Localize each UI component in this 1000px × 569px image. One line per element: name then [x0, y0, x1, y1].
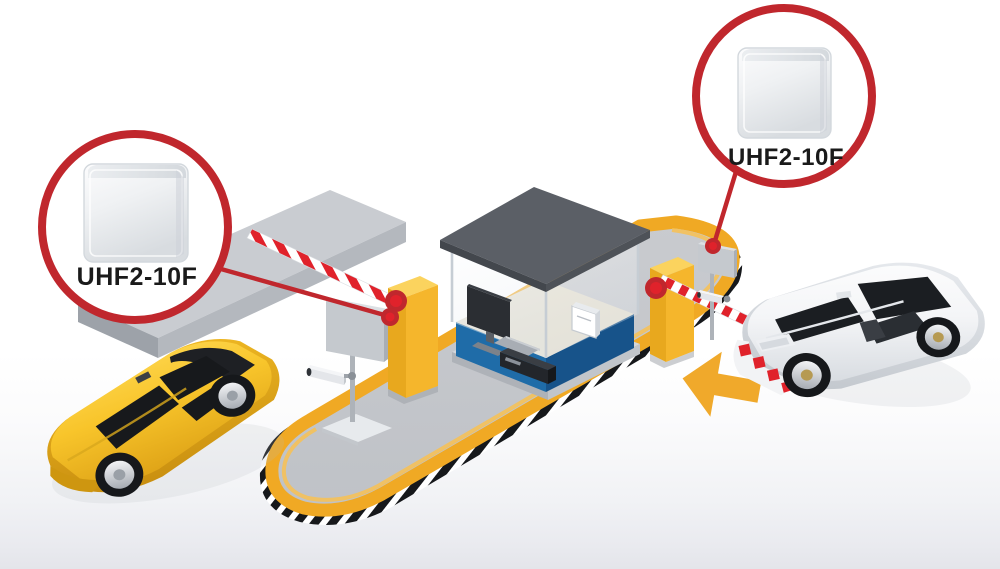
barrier-arm-left	[246, 228, 407, 312]
reader-base-left	[322, 414, 392, 442]
barrier-gate-left	[246, 228, 438, 404]
booth-roof-side	[546, 230, 650, 292]
barrier-post-right-shadow	[650, 351, 694, 368]
booth-roof-front	[440, 240, 546, 292]
cctv-camera-left	[306, 365, 356, 385]
desktop-monitor	[467, 284, 512, 356]
wheel-front-right	[782, 353, 831, 398]
callout-right[interactable]: UHF2-10F	[692, 4, 876, 188]
barrier-post-left-shadow	[388, 386, 438, 404]
wheel-front-left	[209, 374, 256, 417]
wheel-rear-left	[95, 452, 144, 497]
booth-base-side	[548, 344, 640, 400]
booth-glass-side	[546, 232, 638, 358]
barrier-post-right-top	[650, 257, 694, 276]
reader-pole-left	[350, 322, 355, 422]
yellow-sports-car	[47, 339, 285, 504]
callout-leader-left	[193, 259, 399, 326]
barrier-post-left-side	[406, 285, 438, 398]
wheel-rear-right	[916, 317, 961, 358]
callout-left[interactable]: UHF2-10F	[38, 130, 232, 324]
controller-unit	[500, 348, 556, 384]
white-sports-car	[733, 262, 985, 408]
callout-right-label: UHF2-10F	[728, 144, 844, 171]
callout-left-label: UHF2-10F	[77, 263, 198, 291]
guard-booth	[440, 187, 650, 400]
direction-arrow-icon	[682, 351, 763, 417]
keyboard	[494, 336, 540, 356]
booth-wall-side	[546, 314, 634, 392]
reader-base-left-edge	[322, 428, 358, 446]
cctv-camera-right	[697, 290, 731, 304]
callout-left-device-uhf-reader	[83, 163, 189, 263]
booth-roof-top	[440, 187, 650, 284]
callout-right-device-uhf-reader	[737, 47, 832, 139]
wall-panel-device	[571, 302, 600, 339]
